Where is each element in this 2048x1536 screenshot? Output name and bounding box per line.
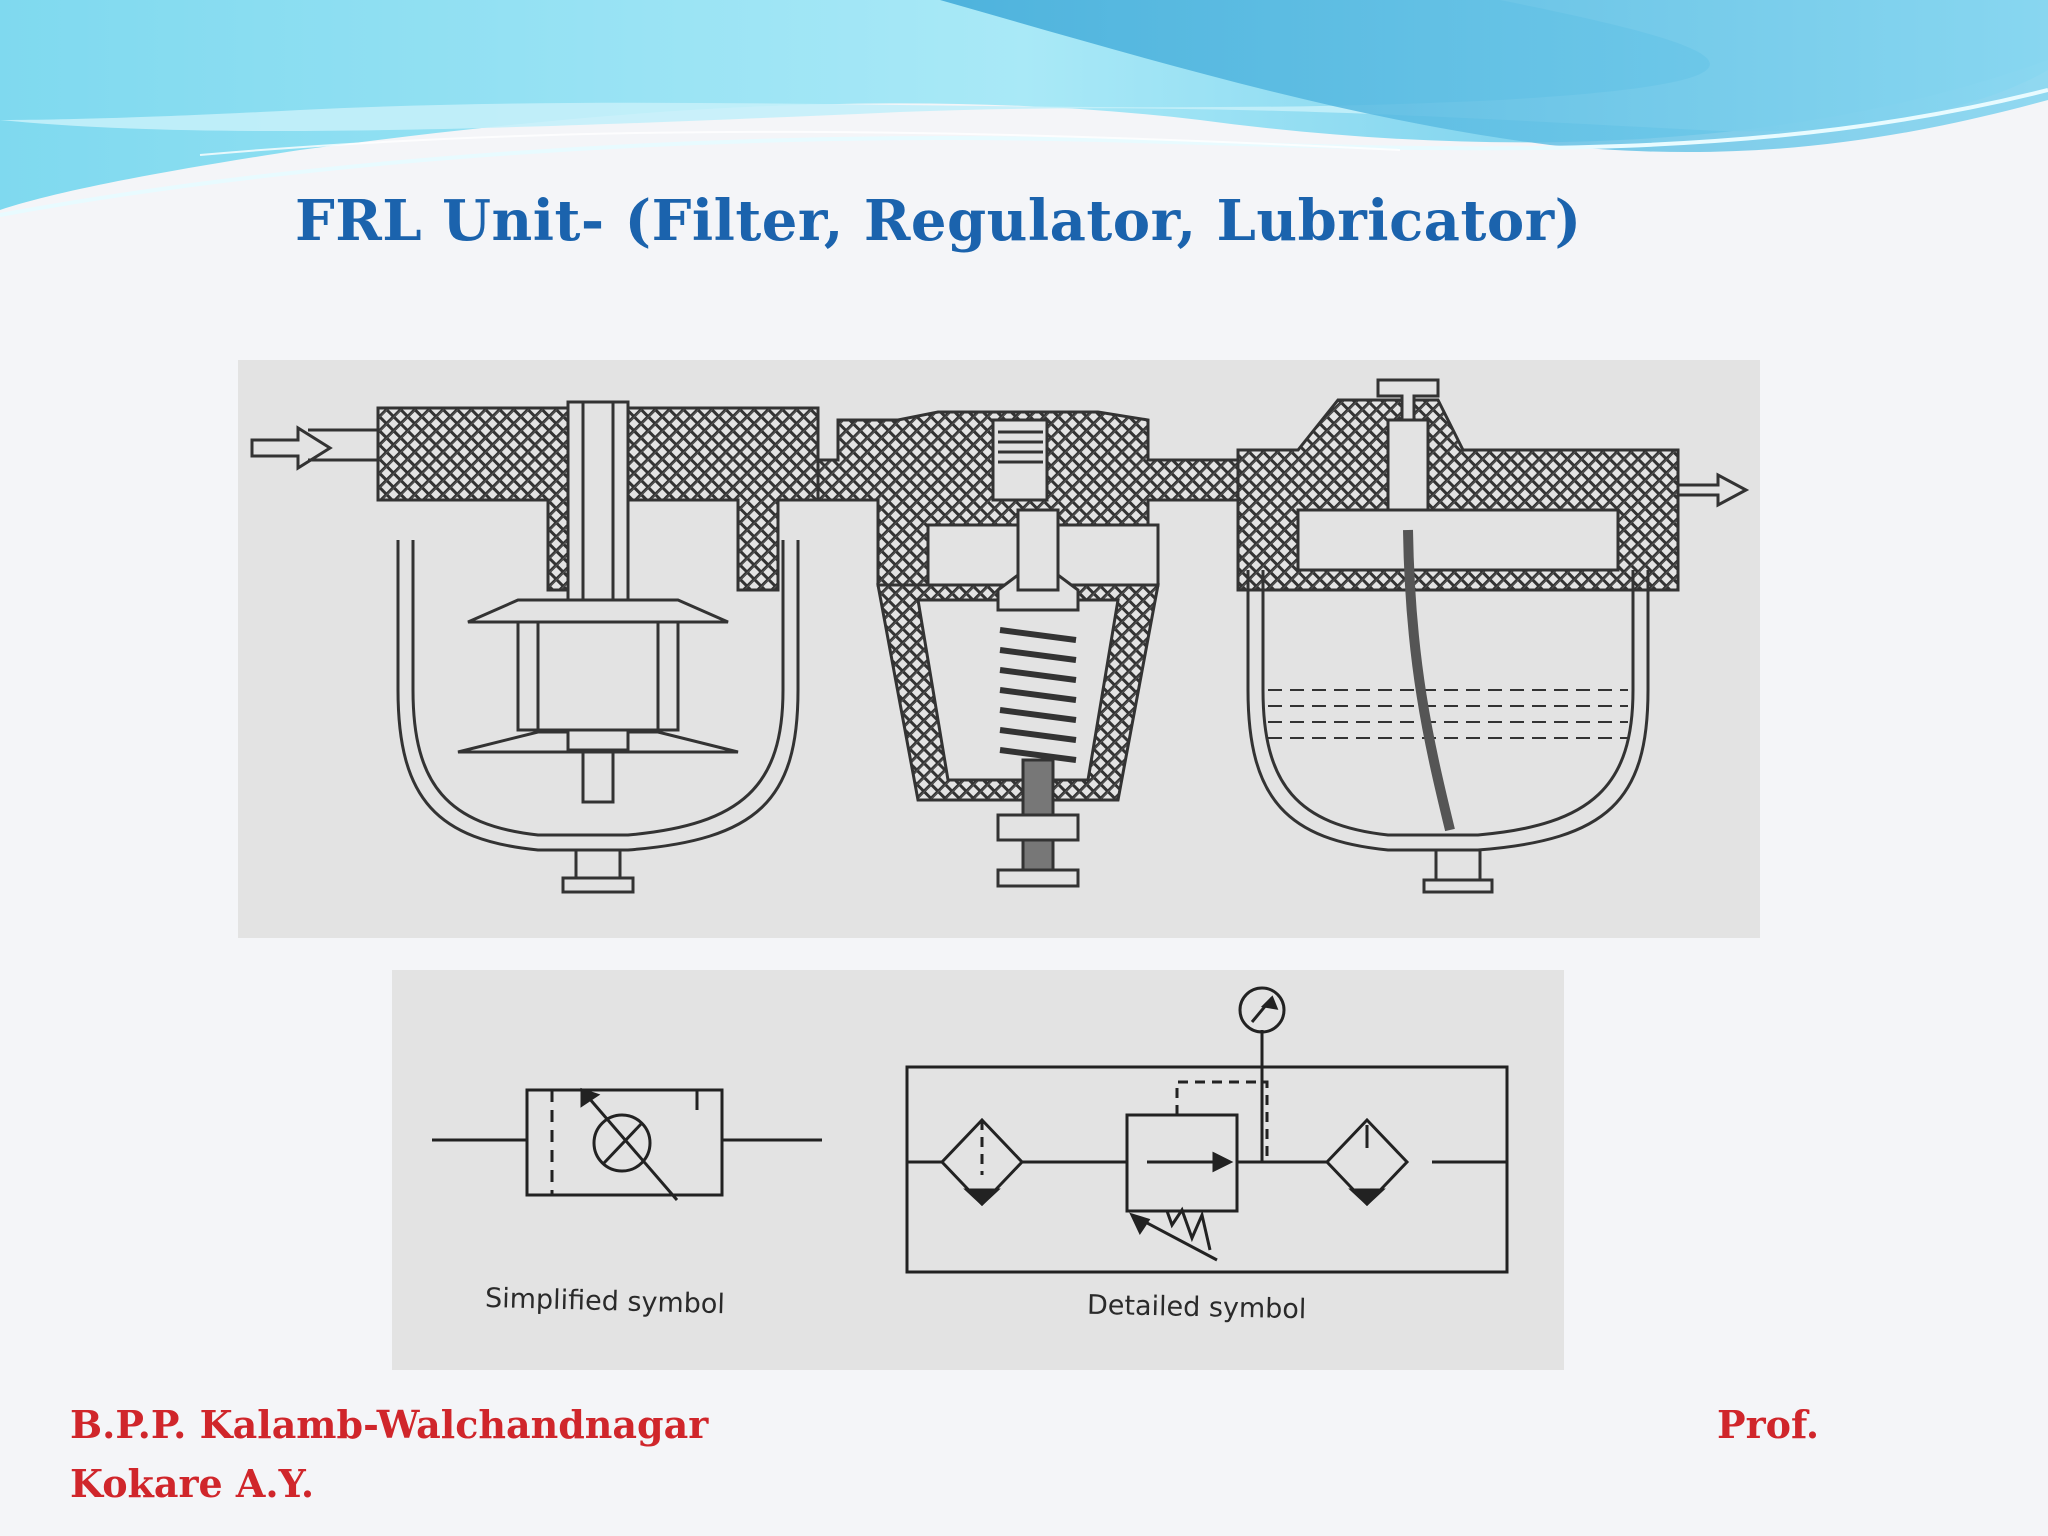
regulator-unit bbox=[816, 410, 1240, 888]
wave-line bbox=[0, 88, 2048, 217]
header-wave-decoration bbox=[0, 0, 2048, 217]
footer-title-prefix: Prof. bbox=[1717, 1402, 1820, 1447]
outlet-arrow bbox=[1676, 472, 1750, 508]
slide-title: FRL Unit- (Filter, Regulator, Lubricator… bbox=[295, 188, 1582, 254]
detailed-symbol bbox=[905, 986, 1509, 1274]
filter-unit bbox=[308, 400, 820, 894]
frl-cross-section-figure bbox=[238, 360, 1760, 938]
frl-symbols-figure: Simplified symbol Detailed symbol bbox=[392, 970, 1564, 1370]
lubricator-unit bbox=[1236, 378, 1680, 894]
inlet-arrow bbox=[250, 425, 333, 471]
oil-level bbox=[1268, 689, 1628, 739]
wave-front bbox=[940, 0, 2048, 153]
detailed-symbol-caption: Detailed symbol bbox=[1086, 1289, 1307, 1326]
footer-institute: B.P.P. Kalamb-Walchandnagar bbox=[70, 1402, 709, 1447]
regulator-spring bbox=[999, 627, 1077, 763]
simplified-symbol bbox=[432, 1087, 822, 1201]
wave-line-2 bbox=[199, 130, 1401, 156]
simplified-symbol-caption: Simplified symbol bbox=[484, 1282, 726, 1321]
footer-author: Kokare A.Y. bbox=[70, 1461, 315, 1506]
